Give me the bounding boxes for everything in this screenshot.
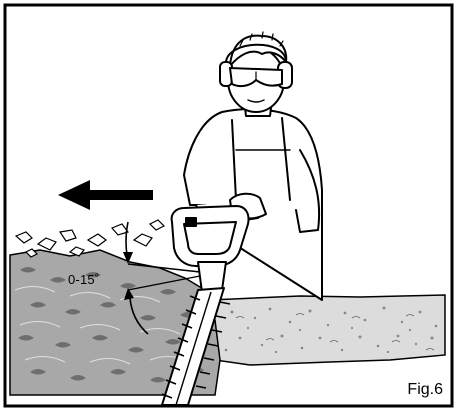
direction-arrow-icon (58, 180, 153, 210)
hedge-trimmed-section (210, 295, 445, 365)
angle-range-label: 0-15˚ (68, 272, 99, 287)
figure-number-label: Fig.6 (407, 381, 443, 399)
